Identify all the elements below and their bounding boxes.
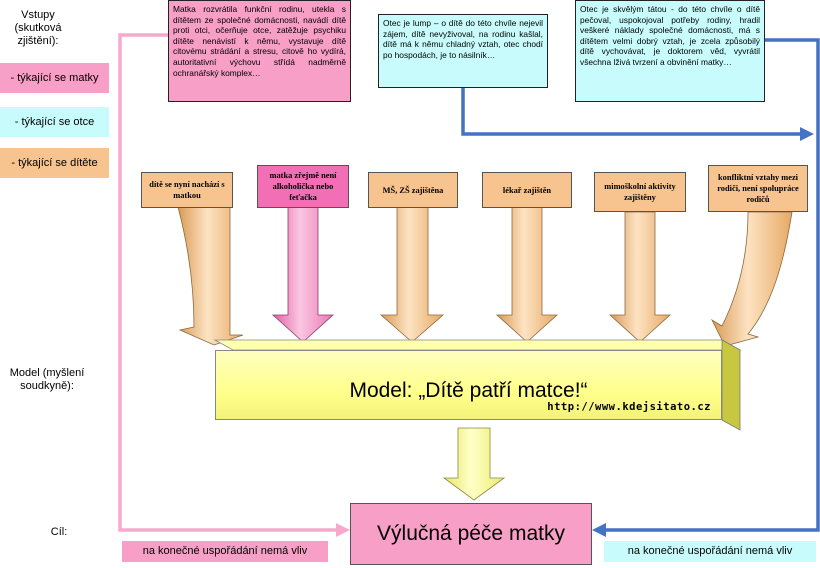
bottom-label-mother: na konečné uspořádání nemá vliv xyxy=(122,541,328,562)
legend-mother: - týkající se matky xyxy=(0,63,109,93)
model-title: Model: „Dítě patří matce!“ xyxy=(349,379,588,402)
father-good-connector-line xyxy=(606,38,820,532)
cause-school-secured: MŠ, ZŠ zajištěna xyxy=(368,172,458,208)
cause-parental-conflict: konfliktní vztahy mezi rodiči, není spol… xyxy=(708,165,808,212)
mother-connector-arrowhead xyxy=(336,523,350,537)
model-label: Model (myšlení soudkyně): xyxy=(9,367,85,392)
goal-box: Výlučná péče matky xyxy=(350,503,592,565)
legend-child: - týkající se dítěte xyxy=(0,148,109,178)
cause-arrow-6 xyxy=(711,211,793,347)
cause-arrow-1 xyxy=(177,206,244,346)
model-box-top-face xyxy=(213,339,742,351)
cause-mother-not-addict: matka zřejmě není alkoholička nebo feťač… xyxy=(257,165,349,208)
cause-doctor-secured: lékař zajištěn xyxy=(482,172,572,208)
cause-arrow-5 xyxy=(608,211,672,343)
model-url: http://www.kdejsitato.cz xyxy=(547,401,711,413)
model-box: Model: „Dítě patří matce!“ http://www.kd… xyxy=(215,350,722,420)
father-good-note: Otec je skvělým tátou - do této chvíle o… xyxy=(575,0,765,102)
goal-label: Cíl: xyxy=(50,526,68,538)
mother-note: Matka rozvrátila funkční rodinu, utekla … xyxy=(168,0,351,102)
cause-arrow-2 xyxy=(271,206,335,343)
model-to-goal-arrow xyxy=(442,427,506,501)
cause-child-with-mother: dítě se nyní nachází s matkou xyxy=(141,172,233,208)
legend-father: - týkající se otce xyxy=(0,107,109,137)
father-bad-connector-arrowhead xyxy=(800,127,814,141)
father-good-connector-arrowhead xyxy=(592,523,606,537)
father-bad-note: Otec je lump – o dítě do této chvíle nej… xyxy=(378,14,548,88)
bottom-label-father: na konečné uspořádání nemá vliv xyxy=(604,541,816,562)
cause-activities-secured: mimoškolní aktivity zajištěny xyxy=(594,172,686,212)
inputs-label: Vstupy (skutková zjištění): xyxy=(14,9,62,47)
father-bad-connector-line xyxy=(461,88,800,136)
cause-arrow-4 xyxy=(495,206,559,343)
model-box-side-face xyxy=(721,339,741,431)
mother-connector-line xyxy=(118,33,338,532)
cause-arrow-3 xyxy=(379,206,445,343)
